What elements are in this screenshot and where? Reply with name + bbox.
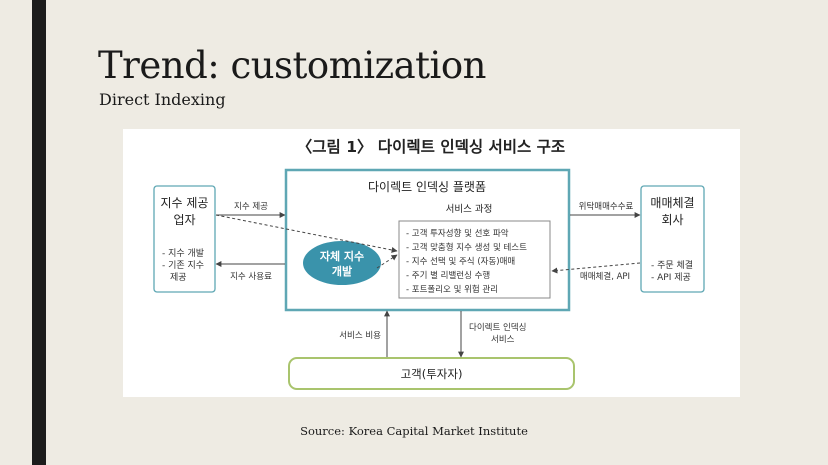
- process-item-5: - 포트폴리오 및 위험 관리: [406, 284, 498, 295]
- arrow-dashed-broker-to-process: [551, 262, 641, 274]
- diagram-figure: 〈그림 1〉 다이렉트 인덱싱 서비스 구조 지수 제공 업자 - 지수 개발 …: [123, 129, 740, 397]
- index-provider-item-3: 제공: [170, 272, 187, 283]
- index-provider-item-2: - 기존 지수: [162, 260, 204, 271]
- process-title: 서비스 과정: [446, 204, 493, 215]
- flow-direct-indexing-service-label-1: 다이렉트 인덱싱: [469, 322, 526, 333]
- source-citation: Source: Korea Capital Market Institute: [300, 424, 528, 438]
- slide-title: Trend: customization: [98, 44, 486, 87]
- diagram-caption: 〈그림 1〉 다이렉트 인덱싱 서비스 구조: [297, 137, 565, 156]
- process-box: [398, 220, 551, 299]
- broker-item-1: - 주문 체결: [651, 260, 693, 271]
- flow-direct-indexing-service-label-2: 서비스: [491, 335, 515, 345]
- own-index-label-2: 개발: [332, 264, 352, 278]
- arrow-dashed-ellipse-to-process: [376, 254, 398, 269]
- left-accent-bar: [32, 0, 46, 465]
- own-index-ellipse: [303, 241, 381, 285]
- customer-label: 고객(투자자): [401, 367, 463, 381]
- flow-commission-label: 위탁매매수수료: [579, 201, 634, 212]
- customer-box: [288, 357, 575, 390]
- process-item-4: - 주기 별 리밸런싱 수행: [406, 270, 490, 281]
- broker-box: [640, 185, 705, 293]
- index-provider-box: [153, 185, 216, 293]
- flow-index-fee-label: 지수 사용료: [230, 272, 272, 282]
- broker-title-1: 매매체결: [650, 196, 694, 210]
- process-item-3: - 지수 선택 및 주식 (자동)매매: [406, 256, 515, 267]
- own-index-label-1: 자체 지수: [320, 249, 364, 263]
- platform-title: 다이렉트 인덱싱 플랫폼: [368, 180, 486, 194]
- index-provider-title-1: 지수 제공: [161, 196, 209, 210]
- flow-service-fee-label: 서비스 비용: [339, 331, 381, 341]
- broker-item-2: - API 제공: [651, 272, 691, 283]
- flow-index-supply-label: 지수 제공: [234, 202, 268, 212]
- diagram-svg: 〈그림 1〉 다이렉트 인덱싱 서비스 구조 지수 제공 업자 - 지수 개발 …: [153, 137, 705, 390]
- index-provider-title-2: 업자: [173, 213, 195, 227]
- flow-execution-api-label: 매매체결, API: [580, 271, 630, 282]
- index-provider-item-1: - 지수 개발: [162, 248, 204, 259]
- broker-title-2: 회사: [661, 213, 683, 227]
- process-item-2: - 고객 맞춤형 지수 생성 및 테스트: [406, 242, 527, 253]
- process-item-1: - 고객 투자성향 및 선호 파악: [406, 228, 509, 239]
- slide-subtitle: Direct Indexing: [99, 90, 226, 109]
